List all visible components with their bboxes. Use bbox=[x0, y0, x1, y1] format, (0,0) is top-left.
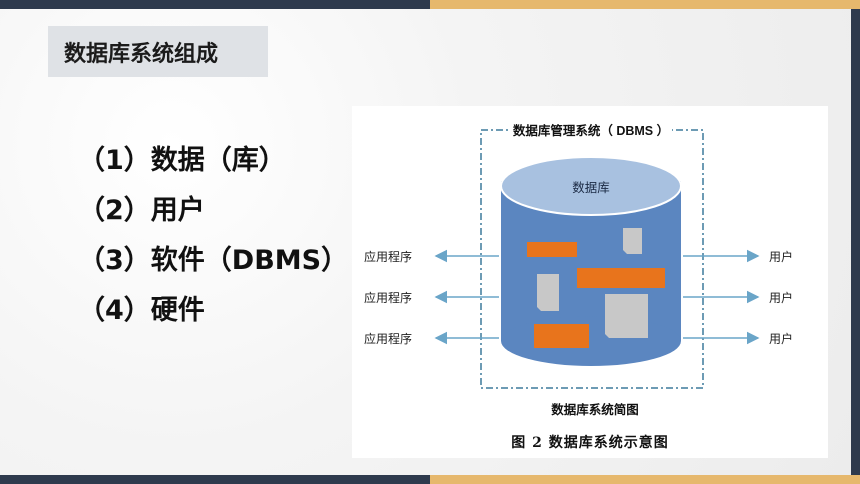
slide-title: 数据库系统组成 bbox=[48, 26, 268, 77]
dbms-diagram: 数据库管理系统（ DBMS ） 数据库 应用程序 应用程序 应用程序 用户 用户… bbox=[364, 120, 793, 417]
right-edge-bar bbox=[851, 9, 860, 475]
left-label-app: 应用程序 bbox=[364, 290, 412, 305]
top-bar-dark bbox=[0, 0, 430, 9]
right-label-user: 用户 bbox=[769, 331, 793, 346]
right-label-user: 用户 bbox=[769, 249, 793, 264]
bottom-bar-gold bbox=[430, 475, 860, 484]
bottom-bar-dark bbox=[0, 475, 430, 484]
cylinder-label: 数据库 bbox=[572, 180, 610, 195]
dbms-label: 数据库管理系统（ DBMS ） bbox=[512, 123, 669, 138]
document-shape bbox=[605, 294, 648, 338]
bullet-data: （1）数据（库） bbox=[78, 145, 286, 176]
left-label-app: 应用程序 bbox=[364, 331, 412, 346]
right-label-user: 用户 bbox=[769, 290, 793, 305]
dbms-label-bg bbox=[510, 120, 672, 140]
left-label-app: 应用程序 bbox=[364, 249, 412, 264]
document-shape bbox=[537, 274, 559, 311]
orange-block bbox=[534, 324, 589, 348]
cylinder-top bbox=[500, 156, 682, 216]
bullet-software: （3）软件（DBMS） bbox=[78, 245, 349, 276]
top-bar-gold bbox=[430, 0, 860, 9]
figure-caption: 图 2 数据库系统示意图 bbox=[511, 435, 669, 451]
document-shape bbox=[623, 228, 642, 254]
orange-block bbox=[527, 242, 577, 257]
diagram-title: 数据库系统简图 bbox=[550, 402, 639, 417]
bullet-hardware: （4）硬件 bbox=[78, 295, 205, 326]
cylinder-bottom bbox=[501, 316, 681, 366]
bullet-users: （2）用户 bbox=[78, 195, 205, 226]
dbms-figure: 数据库管理系统（ DBMS ） 数据库 应用程序 应用程序 应用程序 用户 用户… bbox=[352, 106, 828, 458]
orange-block bbox=[577, 268, 665, 288]
